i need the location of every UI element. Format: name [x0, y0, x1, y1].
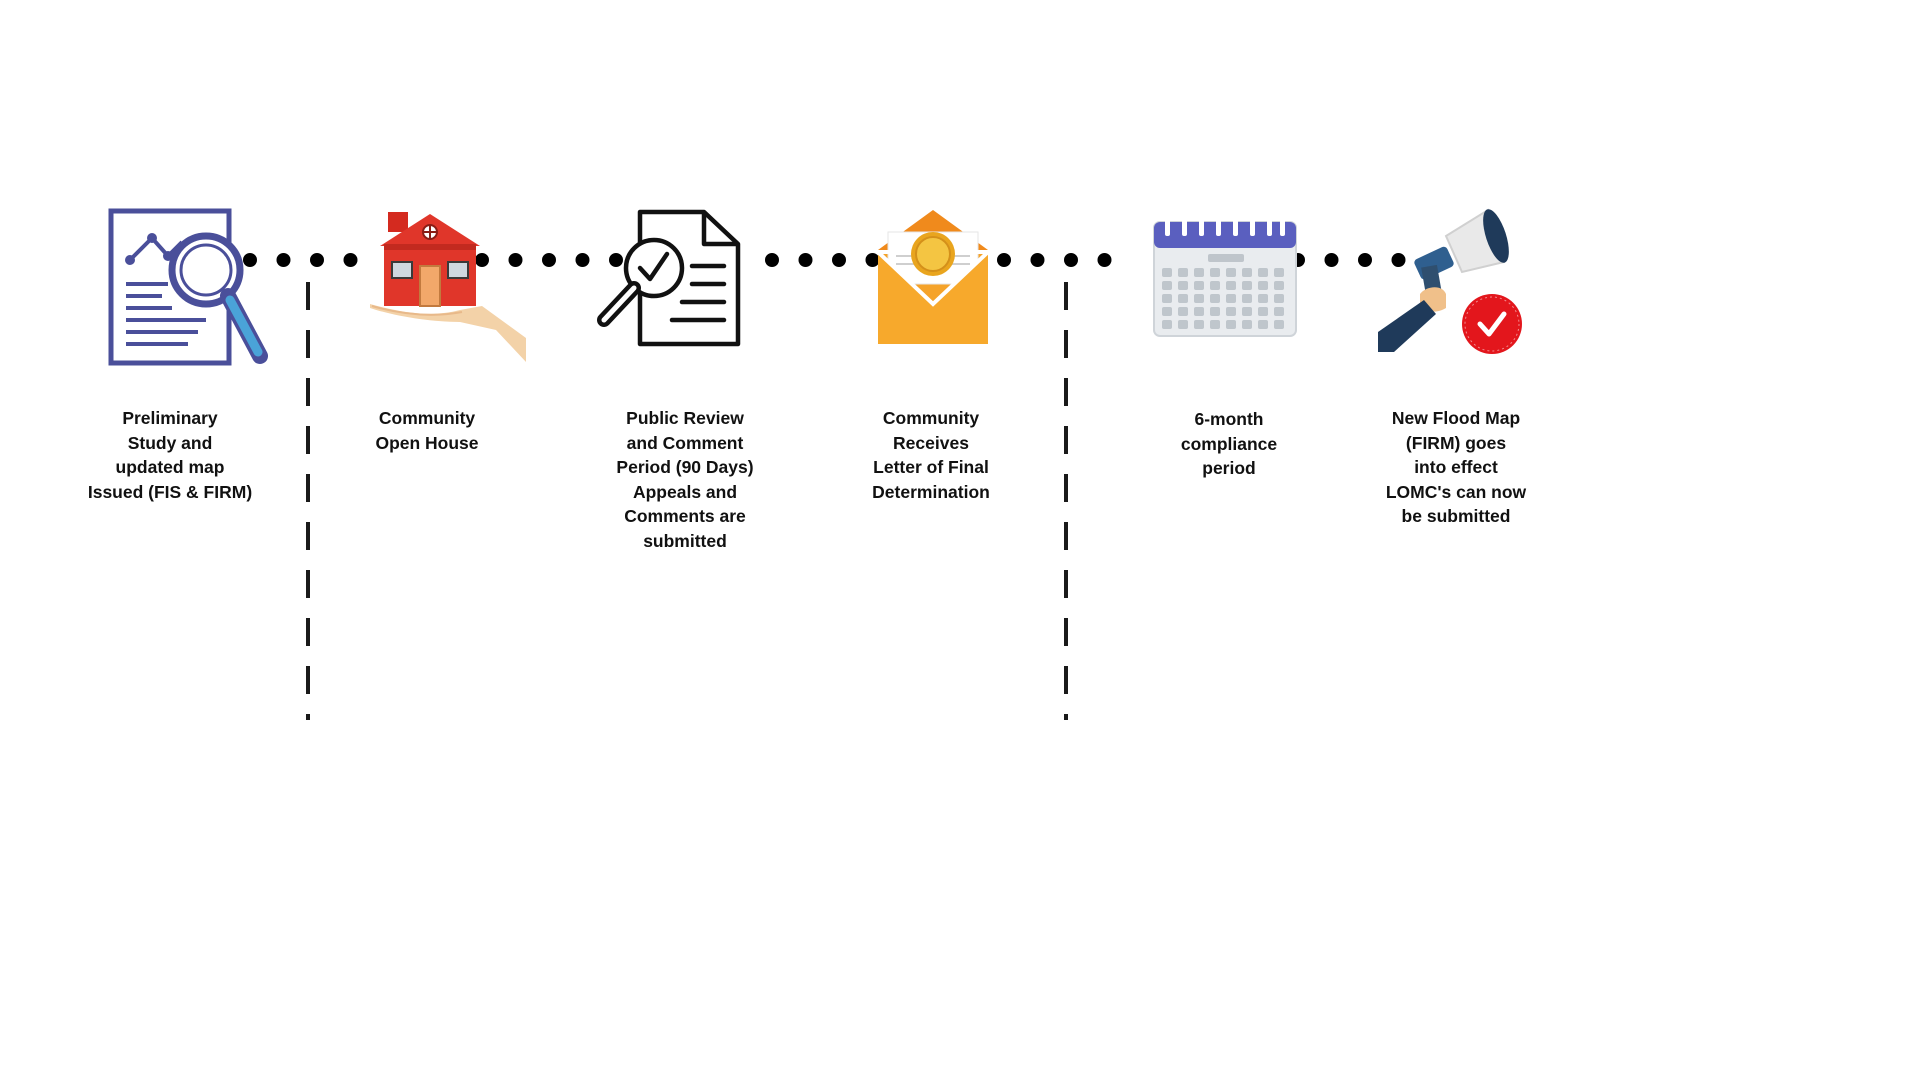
- calendar-day-cell: [1194, 281, 1204, 290]
- calendar-day-cell: [1226, 320, 1236, 329]
- calendar-day-cell: [1210, 281, 1220, 290]
- timeline-dot: [609, 253, 623, 267]
- calendar-day-cell: [1210, 268, 1220, 277]
- calendar-day-cell: [1242, 294, 1252, 303]
- timeline-dot: [1064, 253, 1078, 267]
- calendar-day-cell: [1178, 268, 1188, 277]
- timeline-dot: [243, 253, 257, 267]
- calendar-day-cell: [1242, 268, 1252, 277]
- timeline-dot: [765, 253, 779, 267]
- timeline-dot: [1324, 253, 1339, 267]
- calendar-day-cell: [1258, 307, 1268, 316]
- timeline-dot: [997, 253, 1011, 267]
- calendar-icon: [1153, 214, 1297, 337]
- calendar-day-cell: [1274, 268, 1284, 277]
- step-label-letter-of-final-determination: Community Receives Letter of Final Deter…: [872, 408, 990, 502]
- megaphone-check-icon: [1378, 208, 1522, 354]
- calendar-day-cell: [1194, 268, 1204, 277]
- calendar-day-cell: [1242, 281, 1252, 290]
- step-label-community-open-house: Community Open House: [375, 408, 479, 453]
- timeline-dot: [1097, 253, 1112, 267]
- calendar-day-cell: [1274, 281, 1284, 290]
- calendar-day-cell: [1242, 307, 1252, 316]
- calendar-day-cell: [1210, 320, 1220, 329]
- calendar-day-cell: [1194, 320, 1204, 329]
- calendar-day-cell: [1258, 320, 1268, 329]
- calendar-day-cell: [1194, 294, 1204, 303]
- timeline-dot: [575, 253, 590, 267]
- step-label-preliminary-study: Preliminary Study and updated map Issued…: [87, 408, 253, 502]
- house-in-hand-icon: [370, 212, 526, 362]
- timeline-dot: [475, 253, 489, 267]
- timeline-dot: [832, 253, 846, 267]
- calendar-day-cell: [1194, 307, 1204, 316]
- dotted-timeline: [243, 253, 1406, 267]
- step-label-new-flood-map: New Flood Map (FIRM) goes into effect LO…: [1385, 408, 1527, 526]
- timeline-dot: [865, 253, 880, 267]
- calendar-day-cell: [1210, 294, 1220, 303]
- calendar-day-cell: [1226, 294, 1236, 303]
- timeline-dot: [343, 253, 358, 267]
- sealed-envelope-icon: [876, 210, 990, 344]
- calendar-day-cell: [1178, 281, 1188, 290]
- calendar-day-cell: [1210, 307, 1220, 316]
- calendar-day-cell: [1178, 294, 1188, 303]
- calendar-day-cell: [1226, 281, 1236, 290]
- timeline-dot: [542, 253, 556, 267]
- calendar-day-cell: [1258, 281, 1268, 290]
- calendar-day-cell: [1162, 268, 1172, 277]
- calendar-day-cell: [1162, 320, 1172, 329]
- calendar-day-cell: [1226, 307, 1236, 316]
- timeline-dot: [310, 253, 324, 267]
- calendar-day-cell: [1274, 307, 1284, 316]
- calendar-day-cell: [1162, 294, 1172, 303]
- calendar-day-cell: [1162, 281, 1172, 290]
- timeline-dot: [798, 253, 813, 267]
- step-label-public-review: Public Review and Comment Period (90 Day…: [616, 408, 754, 551]
- timeline-dot: [1030, 253, 1045, 267]
- calendar-day-cell: [1274, 294, 1284, 303]
- calendar-day-cell: [1178, 307, 1188, 316]
- step-label-compliance-period: 6-month compliance period: [1180, 409, 1278, 478]
- calendar-day-cell: [1178, 320, 1188, 329]
- timeline-dot: [1358, 253, 1372, 267]
- timeline-dot: [1391, 253, 1406, 267]
- calendar-day-cell: [1258, 268, 1268, 277]
- timeline-dot: [508, 253, 523, 267]
- document-review-icon: [597, 209, 741, 347]
- timeline-dot: [276, 253, 291, 267]
- calendar-day-cell: [1242, 320, 1252, 329]
- magnifier-report-icon: [108, 208, 268, 366]
- calendar-day-cell: [1274, 320, 1284, 329]
- calendar-day-cell: [1258, 294, 1268, 303]
- calendar-day-cell: [1162, 307, 1172, 316]
- calendar-day-cell: [1226, 268, 1236, 277]
